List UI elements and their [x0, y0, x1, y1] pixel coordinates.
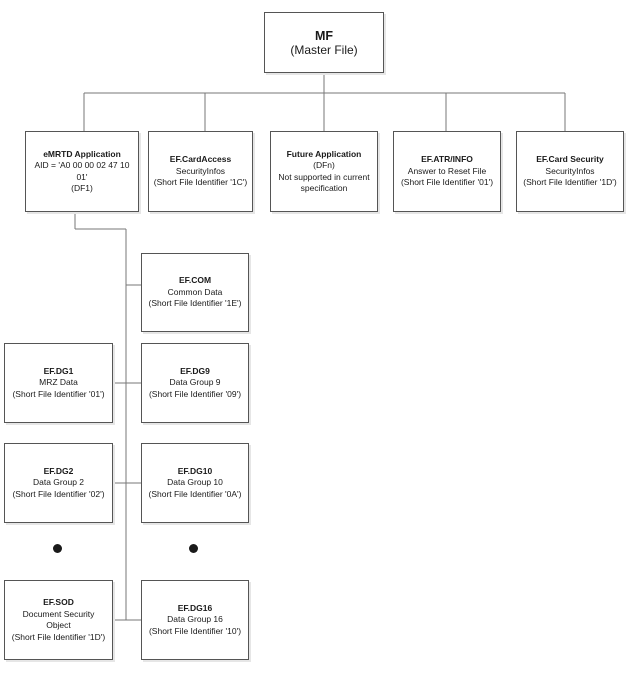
ef-sod-title: EF.SOD [43, 597, 74, 607]
ef-dg2-title: EF.DG2 [43, 465, 74, 476]
future-application-note-2: specification [300, 183, 348, 193]
ef-sod-desc-2: Object [46, 620, 71, 630]
ef-sod-desc-1: Document Security [22, 608, 95, 619]
ef-dg16-box: EF.DG16 Data Group 16 (Short File Identi… [141, 580, 249, 660]
ef-dg1-desc: MRZ Data [39, 377, 78, 388]
master-file-title: MF [314, 28, 334, 43]
ef-card-security-desc: SecurityInfos [545, 165, 595, 176]
future-application-note-1: Not supported in current [278, 171, 370, 182]
ef-com-desc: Common Data [167, 286, 223, 297]
ef-dg10-box: EF.DG10 Data Group 10 (Short File Identi… [141, 443, 249, 523]
ef-sod-sfi: (Short File Identifier '1D') [11, 631, 106, 642]
ef-dg9-box: EF.DG9 Data Group 9 (Short File Identifi… [141, 343, 249, 423]
master-file-box: MF (Master File) [264, 12, 384, 73]
emrtd-application-df: (DF1) [71, 183, 93, 193]
ef-cardaccess-desc: SecurityInfos [175, 165, 226, 176]
ef-dg10-sfi: (Short File Identifier '0A') [148, 488, 242, 499]
ef-com-box: EF.COM Common Data (Short File Identifie… [141, 253, 249, 332]
ef-dg10-desc: Data Group 10 [167, 477, 223, 488]
ef-com-title: EF.COM [178, 275, 212, 286]
emrtd-application-aid: AID = 'A0 00 00 02 47 10 01' [34, 160, 130, 182]
emrtd-application-box: eMRTD Application AID = 'A0 00 00 02 47 … [25, 131, 139, 212]
ef-card-security-title: EF.Card Security [536, 154, 604, 165]
ef-dg16-desc: Data Group 16 [167, 614, 223, 625]
ef-dg2-desc: Data Group 2 [32, 477, 85, 488]
ef-dg2-box: EF.DG2 Data Group 2 (Short File Identifi… [4, 443, 113, 523]
ef-atr-info-desc: Answer to Reset File [407, 165, 487, 176]
ef-dg9-sfi: (Short File Identifier '09') [148, 388, 242, 399]
ef-cardaccess-title: EF.CardAccess [169, 154, 232, 165]
ef-dg16-title: EF.DG16 [177, 602, 213, 613]
ef-card-security-sfi: (Short File Identifier '1D') [523, 177, 617, 188]
ef-sod-box: EF.SOD Document Security Object (Short F… [4, 580, 113, 660]
future-application-df: (DFn) [313, 160, 335, 170]
ef-dg10-title: EF.DG10 [177, 465, 213, 476]
future-application-title: Future Application [286, 148, 362, 159]
ef-dg1-sfi: (Short File Identifier '01') [12, 388, 105, 399]
ellipsis-dot-right [189, 544, 198, 553]
ef-dg9-desc: Data Group 9 [169, 377, 221, 388]
ellipsis-dot-left [53, 544, 62, 553]
ef-dg1-title: EF.DG1 [43, 365, 74, 376]
ef-atr-info-title: EF.ATR/INFO [421, 154, 473, 165]
future-application-box: Future Application (DFn) Not supported i… [270, 131, 378, 212]
master-file-subtitle: (Master File) [290, 42, 358, 57]
ef-card-security-box: EF.Card Security SecurityInfos (Short Fi… [516, 131, 624, 212]
ef-dg2-sfi: (Short File Identifier '02') [12, 488, 105, 499]
ef-atr-info-sfi: (Short File Identifier '01') [400, 177, 494, 188]
ef-dg1-box: EF.DG1 MRZ Data (Short File Identifier '… [4, 343, 113, 423]
emrtd-application-title: eMRTD Application [43, 148, 121, 159]
ef-dg9-title: EF.DG9 [180, 365, 210, 376]
ef-com-sfi: (Short File Identifier '1E') [148, 298, 242, 309]
ef-cardaccess-sfi: (Short File Identifier '1C') [153, 177, 248, 188]
ef-atr-info-box: EF.ATR/INFO Answer to Reset File (Short … [393, 131, 501, 212]
ef-dg16-sfi: (Short File Identifier '10') [148, 625, 242, 636]
ef-cardaccess-box: EF.CardAccess SecurityInfos (Short File … [148, 131, 253, 212]
